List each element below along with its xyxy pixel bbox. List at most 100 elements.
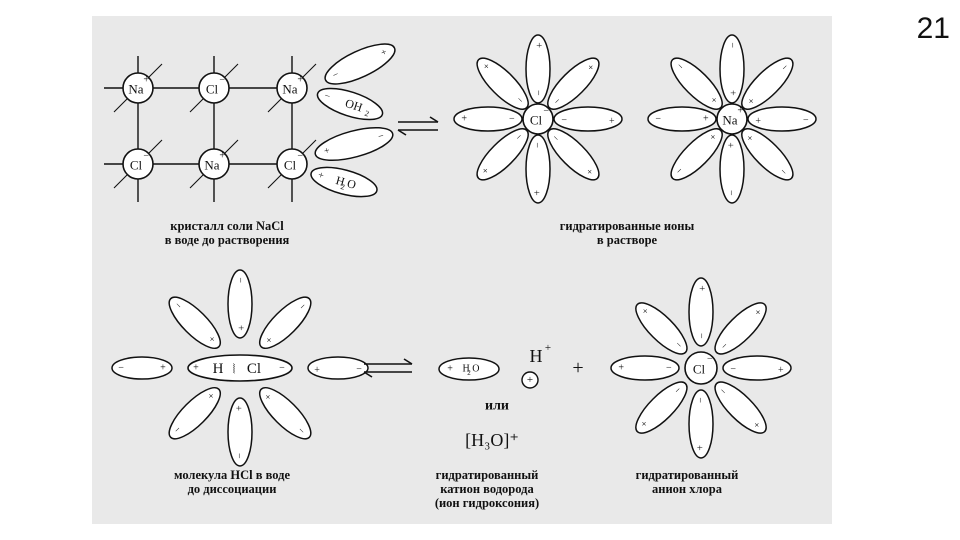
hcl-water-right: −+ [307,356,369,380]
hydrated-cl-water-7: +− [547,57,600,110]
crystal-water-a-outer-sign: + [379,46,389,59]
anion-cl-water-7: +− [714,302,767,355]
hydrated-na-water-2-inner-sign: − [727,190,738,196]
caption-hydrated-ions-line2: в растворе [596,233,658,247]
anion-cl-water-2: +− [688,389,714,459]
hcl-water-left-body [111,356,173,380]
hcl-water-1-body [259,387,312,440]
crystal-water-h2o: +H O2 [310,166,378,198]
crystal-water-c-inner-sign: + [323,145,332,157]
equilibrium-arrows-bottom-back-head [363,371,373,378]
hydrated-cl-water-3-body [476,128,529,181]
crystal-water-oh2-sign: − [323,90,332,102]
hydrated-cl-water-0-inner-sign: + [609,114,615,125]
caption-hydrated-ions: гидратированные ионы в растворе [532,219,722,247]
caption-cation-line3: (ион гидроксония) [434,496,540,510]
hcl-water-left-outer-sign: + [160,363,166,374]
hydrated-na-water-1: −+ [741,128,794,181]
hcl-bond: ⦚ [233,362,236,377]
caption-hydrated-anion: гидратированный анион хлора [597,468,777,496]
hydrated-na-water-7-body [741,57,794,110]
hcl-water-6-outer-sign: + [235,325,246,331]
hydrated-cl-water-3: +− [476,128,529,181]
crystal-water-h2o-sub: 2 [340,182,346,192]
hydrated-na-ion-charge: + [737,105,743,116]
crystal-ion-2-circle [276,72,308,104]
hydronium-formula: [H₃O]⁺ [465,430,519,450]
hydrated-cl-water-5-body [476,57,529,110]
caption-crystal: кристалл соли NaCl в воде до растворения [132,219,322,247]
hydrated-cl-water-2-inner-sign: + [533,190,544,196]
hydrated-cl-water-4-inner-sign: + [461,114,467,125]
anion-cl-water-4: +− [610,355,680,381]
hydrated-na-ion-circle [716,103,748,135]
hydrated-cl-water-1-body [547,128,600,181]
equilibrium-arrows-top [397,116,439,136]
crystal-ion-0-circle [122,72,154,104]
hcl-molecule-body [187,354,293,382]
hydrated-na-water-3: −+ [670,128,723,181]
hydrated-na-water-2-body [719,134,745,204]
crystal-ion-4-symbol: Na [204,158,219,173]
hydrated-na-water-4: −+ [647,106,717,132]
hydrated-cl-water-4-outer-sign: − [509,114,515,125]
crystal-water-h2o-sign: + [317,170,326,182]
crystal-water-oh2-sub: 2 [364,109,371,119]
hydrated-cl-water-6: +− [525,34,551,104]
crystal-ion-3-circle [122,148,154,180]
hydrated-cl-ion-symbol: Cl [530,113,543,128]
hydrated-na-water-4-body [647,106,717,132]
hydronium-water-body [438,357,500,381]
caption-anion-line1: гидратированный [635,468,739,482]
equilibrium-arrows-top-fwd-head [429,116,439,123]
hydrated-cl-ion-charge: − [543,105,549,116]
hydrated-na-water-6-inner-sign: − [727,42,738,48]
crystal-ion-2-symbol: Na [282,82,297,97]
anion-cl-water-7-body [714,302,767,355]
equilibrium-arrows-top-back-head [397,129,407,136]
hcl-water-2-body [227,397,253,467]
anion-cl-water-6-outer-sign: − [696,333,707,339]
hcl-plus-sign: + [193,363,199,374]
hcl-water-7-body [259,296,312,349]
crystal-ion-0-symbol: Na [128,82,143,97]
crystal-ion-2-charge: + [297,74,303,85]
anion-cl-water-5-body [635,302,688,355]
anion-cl-water-6-body [688,277,714,347]
crystal-ion-4: Na+ [198,148,230,180]
hydrated-na-water-1-body [741,128,794,181]
crystal-water-a-inner-sign: − [331,69,341,82]
crystal-ion-3-charge: − [143,150,149,161]
hcl-water-7: −+ [259,296,312,349]
hydrated-cl-water-0: +− [553,106,623,132]
hcl-water-2: −+ [227,397,253,467]
hcl-water-5-body [168,296,221,349]
hcl-water-6: −+ [227,269,253,339]
caption-hcl-line1: молекула HCl в воде [174,468,290,482]
crystal-water-c-body [314,126,394,162]
hcl-water-3: −+ [168,387,221,440]
crystal-water-oh2-body [316,87,384,121]
anion-cl-ion-symbol: Cl [693,362,706,377]
hcl-molecule: +H⦚Cl− [187,354,293,382]
hydrated-na-water-6-outer-sign: + [727,90,738,96]
proton-circle [521,371,539,389]
crystal-water-c: +− [314,126,394,162]
caption-crystal-line1: кристалл соли NaCl [170,219,284,233]
anion-cl-water-2-inner-sign: + [696,445,707,451]
caption-cation-line2: катион водорода [440,482,534,496]
hydrated-na-water-2: −+ [719,134,745,204]
caption-hcl-molecule: молекула HCl в воде до диссоциации [142,468,322,496]
caption-hcl-line2: до диссоциации [187,482,277,496]
equilibrium-arrows-bottom-fwd-head [403,358,413,365]
hydrated-cl-water-6-inner-sign: + [533,42,544,48]
anion-cl-water-0: +− [722,355,792,381]
hcl-water-6-body [227,269,253,339]
equilibrium-arrows-bottom [363,358,413,378]
hcl-minus-sign: − [279,363,285,374]
caption-hydrated-cation: гидратированный катион водорода (ион гид… [392,468,582,510]
hcl-water-6-inner-sign: − [235,277,246,283]
hydrated-cl-water-4: +− [453,106,523,132]
crystal-water-a: −+ [324,43,396,85]
hcl-cl-label: Cl [247,361,261,377]
